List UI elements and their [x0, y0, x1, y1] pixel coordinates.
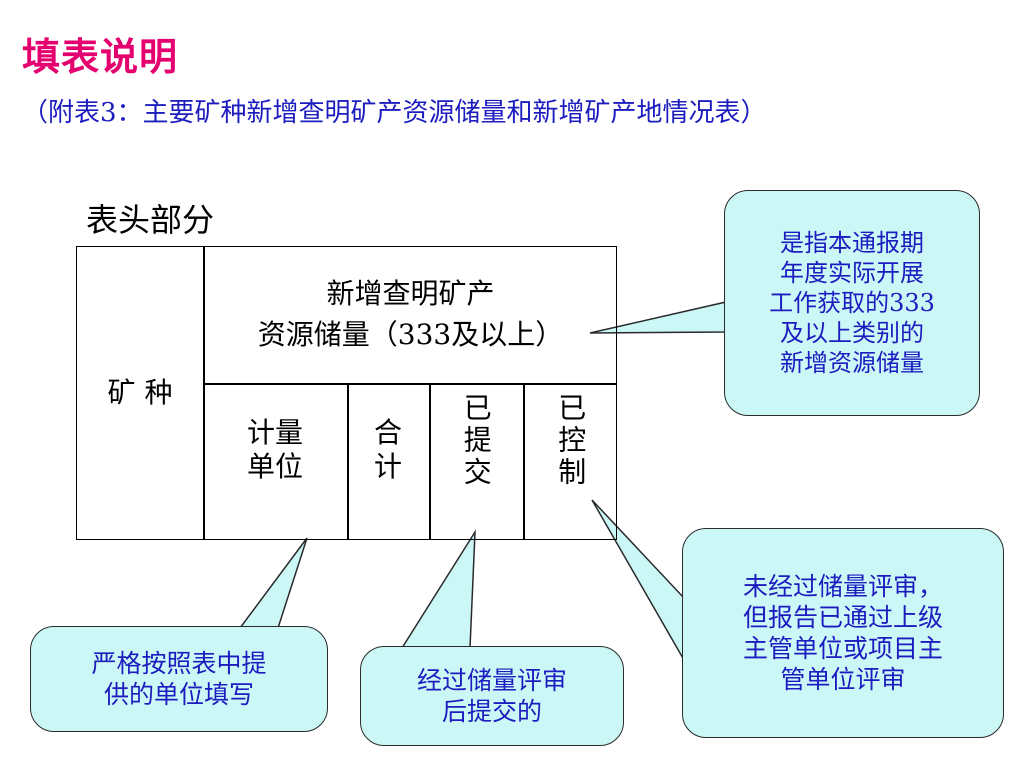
table-header-diagram: 矿 种 新增查明矿产 资源储量（333及以上） 计量 单位 合 计 已提交 已控… — [76, 246, 617, 540]
grid-line — [429, 383, 431, 539]
callout-controlled-definition: 未经过储量评审， 但报告已通过上级 主管单位或项目主 管单位评审 — [682, 528, 1004, 738]
total-header: 合 计 — [347, 383, 429, 541]
total-text: 合 计 — [373, 416, 402, 483]
pointer-bottom-left — [238, 537, 308, 629]
grid-line — [523, 383, 525, 539]
grid-line — [203, 383, 616, 385]
reserves-main-text: 新增查明矿产 资源储量（333及以上） — [257, 277, 564, 351]
mineral-type-header: 矿 种 — [77, 247, 203, 539]
submitted-text: 已提交 — [459, 393, 493, 489]
mineral-type-text: 矿 种 — [107, 376, 173, 410]
callout-reserves-definition-text: 是指本通报期 年度实际开展 工作获取的333 及以上类别的 新增资源储量 — [769, 229, 935, 377]
section-label: 表头部分 — [86, 201, 215, 239]
pointer-bottom-mid — [400, 529, 476, 649]
callout-submitted-definition: 经过储量评审 后提交的 — [360, 646, 624, 746]
controlled-text: 已控制 — [554, 393, 588, 489]
callout-unit-instruction: 严格按照表中提 供的单位填写 — [30, 626, 328, 732]
slide-subtitle: （附表3：主要矿种新增查明矿产资源储量和新增矿产地情况表） — [22, 98, 767, 128]
callout-unit-instruction-text: 严格按照表中提 供的单位填写 — [91, 648, 267, 709]
unit-header: 计量 单位 — [203, 383, 347, 541]
callout-reserves-definition: 是指本通报期 年度实际开展 工作获取的333 及以上类别的 新增资源储量 — [724, 190, 980, 416]
unit-text: 计量 单位 — [246, 416, 303, 483]
callout-controlled-definition-text: 未经过储量评审， 但报告已通过上级 主管单位或项目主 管单位评审 — [742, 571, 943, 695]
slide-title: 填表说明 — [22, 35, 179, 79]
callout-submitted-definition-text: 经过储量评审 后提交的 — [416, 665, 567, 726]
grid-line — [347, 383, 349, 539]
grid-line — [203, 247, 205, 539]
controlled-header: 已控制 — [523, 383, 618, 541]
submitted-header: 已提交 — [429, 383, 523, 541]
reserves-main-header: 新增查明矿产 资源储量（333及以上） — [203, 247, 618, 383]
